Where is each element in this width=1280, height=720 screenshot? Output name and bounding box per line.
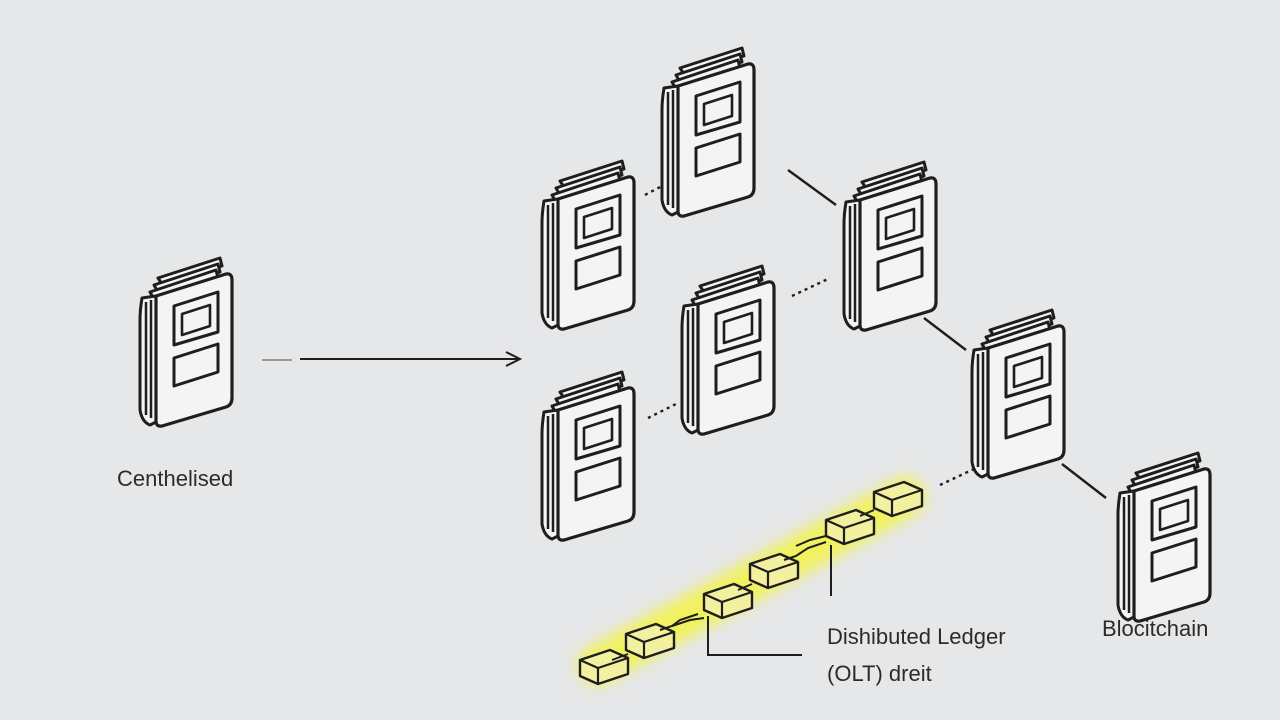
ledger-book-icon <box>680 264 776 436</box>
distributed-ledger-label: Dishibuted Ledger <box>827 624 1006 649</box>
ledger-book-icon <box>540 159 636 331</box>
arrow-icon <box>262 351 523 367</box>
centralised-ledger-icon <box>138 256 234 428</box>
ledger-connections <box>644 169 1107 499</box>
blockchain <box>578 480 924 686</box>
distributed-ledger-sublabel: (OLT) dreit <box>827 661 932 686</box>
ledger-book-icon <box>970 308 1066 480</box>
blockchain-label: Blocitchain <box>1102 616 1209 641</box>
centralised-label: Centhelised <box>117 466 234 491</box>
ledger-book-icon <box>842 160 938 332</box>
label-leaders <box>707 545 832 656</box>
ledger-book-icon <box>540 370 636 542</box>
blockchain-ledger-icon <box>1116 451 1212 623</box>
ledger-book-icon <box>660 46 756 218</box>
